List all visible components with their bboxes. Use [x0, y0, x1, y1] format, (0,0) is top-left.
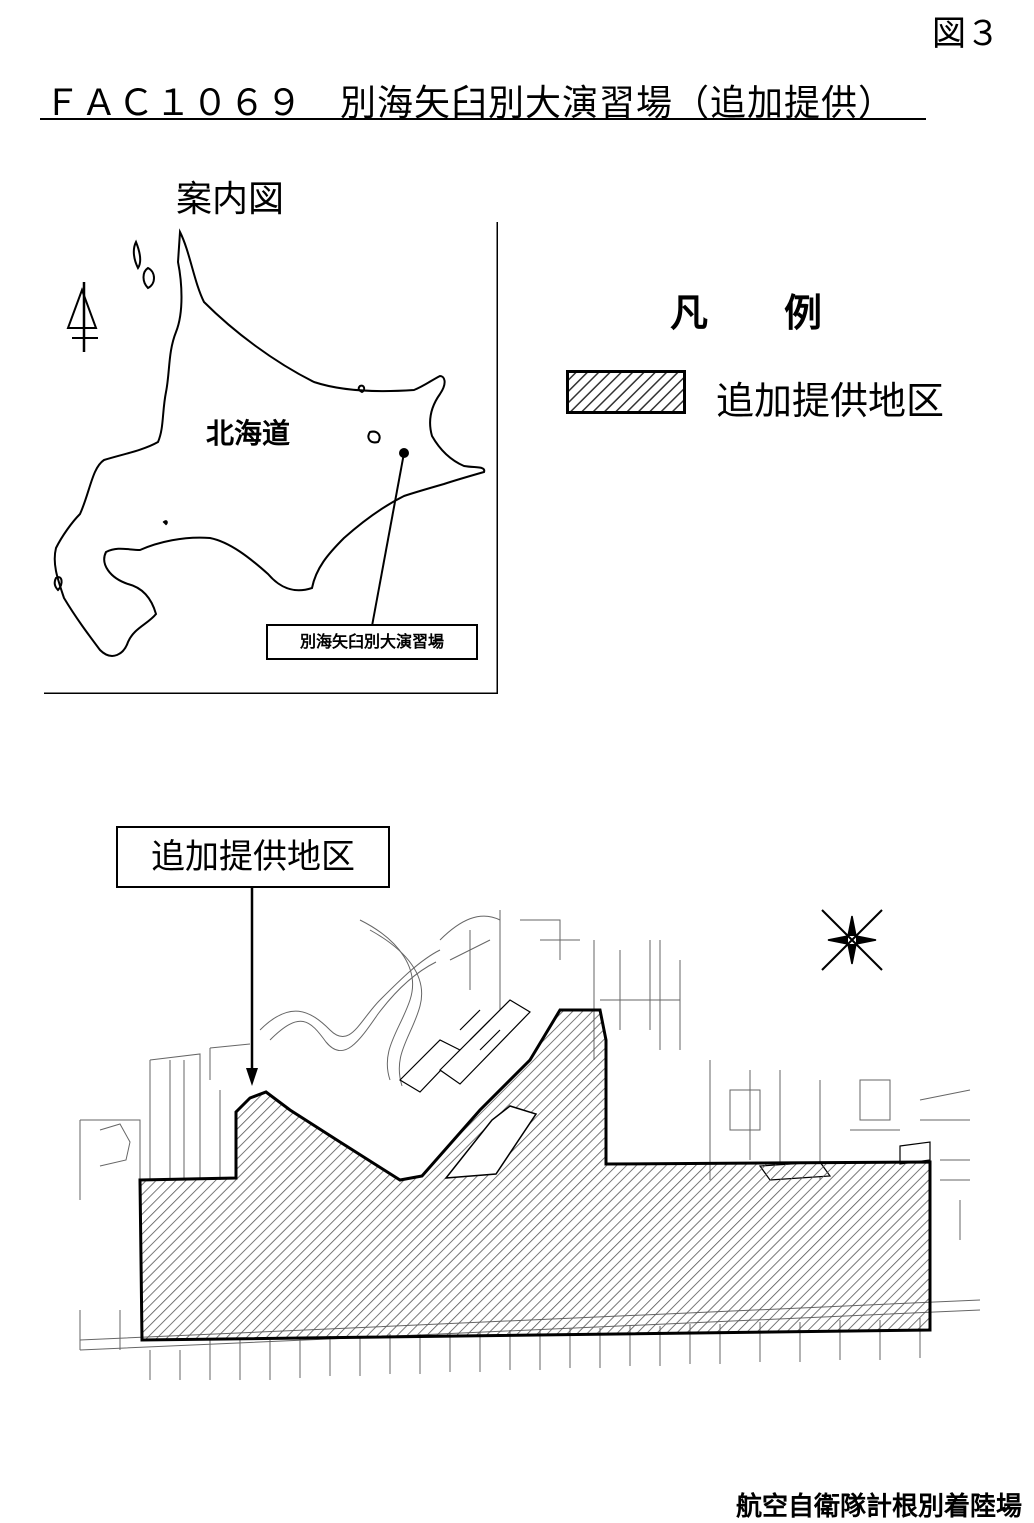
guide-map-label: 案内図: [176, 179, 285, 220]
airfield-cutout: [444, 1105, 538, 1179]
figure-number: 図３: [932, 14, 1000, 54]
facility-name: 航空自衛隊計根別着陸場: [735, 1492, 1022, 1522]
base-location-label: 別海矢臼別大演習場: [266, 624, 478, 660]
north-arrow-icon: [66, 282, 98, 352]
legend-hatch-swatch: [566, 370, 686, 414]
page-title: ＦＡＣ１０６９ 別海矢臼別大演習場（追加提供）: [44, 83, 896, 124]
base-leader-line: [371, 452, 405, 627]
detail-map: [79, 886, 981, 1380]
additional-area-callout: 追加提供地区: [116, 826, 390, 888]
legend-item-label: 追加提供地区: [716, 379, 945, 423]
additional-provision-area: [138, 1008, 932, 1342]
callout-arrowhead: [246, 1068, 258, 1086]
legend-title: 凡 例: [670, 290, 823, 335]
compass-rose-icon: [821, 909, 883, 971]
region-name: 北海道: [206, 417, 291, 450]
title-underline: [40, 118, 926, 120]
hokkaido-outline-icon: [53, 228, 486, 657]
guide-map: [44, 222, 498, 694]
